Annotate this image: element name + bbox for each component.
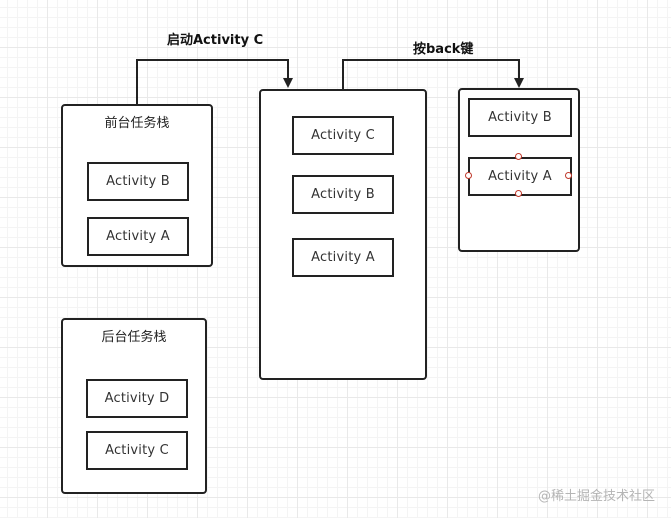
background-stack-title: 后台任务栈 [101,330,167,345]
back-key-arrow [342,59,524,89]
selection-handle-bottom[interactable] [515,190,522,197]
task-stack-after-back: Activity B Activity A [458,88,580,252]
activity-d-box: Activity D [86,379,188,418]
foreground-stack-title: 前台任务栈 [104,116,170,131]
background-task-stack: 后台任务栈 Activity D Activity C [61,318,207,494]
foreground-task-stack: 前台任务栈 Activity B Activity A [61,104,213,267]
selection-handle-top[interactable] [515,153,522,160]
watermark: @稀土掘金技术社区 [537,489,655,504]
selection-handle-left[interactable] [465,172,472,179]
activity-b-box: Activity B [468,98,572,137]
activity-b-box: Activity B [87,162,189,201]
activity-c-box: Activity C [86,431,188,470]
activity-c-box: Activity C [292,116,394,155]
launch-activity-c-arrow [136,59,293,104]
back-key-label: 按back键 [413,42,474,57]
activity-a-box: Activity A [292,238,394,277]
launch-activity-c-label: 启动Activity C [167,33,264,48]
activity-a-box: Activity A [87,217,189,256]
activity-b-box: Activity B [292,175,394,214]
task-stack-after-launch: Activity C Activity B Activity A [259,89,427,380]
selection-handle-right[interactable] [565,172,572,179]
